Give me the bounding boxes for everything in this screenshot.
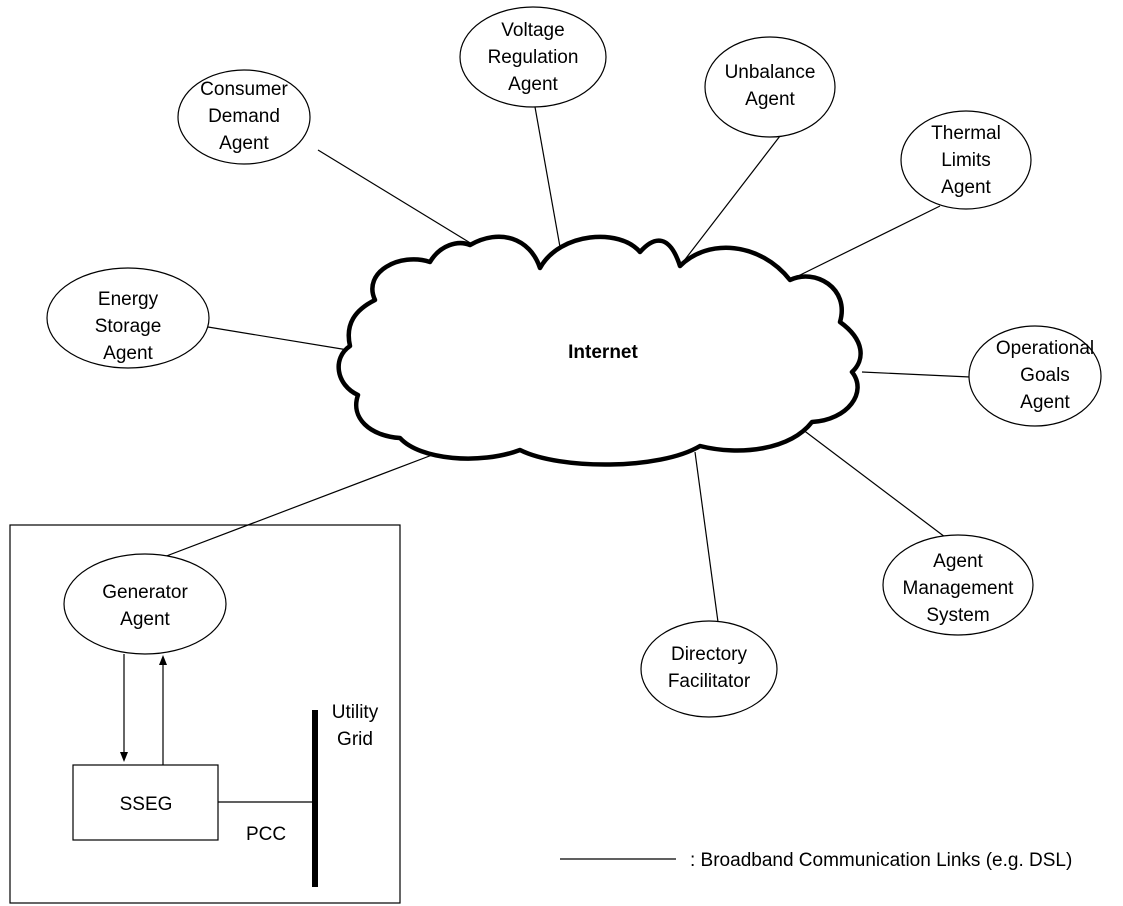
svg-text:Agent: Agent <box>103 343 153 364</box>
svg-text:Facilitator: Facilitator <box>668 671 751 692</box>
svg-text:Generator: Generator <box>102 582 188 603</box>
svg-text:System: System <box>926 605 989 626</box>
voltage-regulation-agent: Voltage Regulation Agent <box>459 6 607 108</box>
utility-grid-label-2: Grid <box>337 729 373 750</box>
utility-grid-label-1: Utility <box>332 702 379 723</box>
legend: : Broadband Communication Links (e.g. DS… <box>560 850 1072 871</box>
svg-text:Energy: Energy <box>98 289 159 310</box>
directory-facilitator: Directory Facilitator <box>640 620 778 718</box>
generator-site-box <box>9 524 401 904</box>
svg-text:Voltage: Voltage <box>501 20 564 41</box>
svg-text:Limits: Limits <box>941 150 991 171</box>
svg-text:Demand: Demand <box>208 106 280 127</box>
energy-storage-agent: Energy Storage Agent <box>46 267 210 369</box>
link-consumer-demand <box>317 149 473 245</box>
legend-text: : Broadband Communication Links (e.g. DS… <box>690 850 1072 871</box>
link-voltage-regulation <box>534 106 561 248</box>
svg-text:Regulation: Regulation <box>488 47 579 68</box>
svg-text:Agent: Agent <box>933 551 983 572</box>
internet-label: Internet <box>568 342 638 363</box>
communication-links <box>147 106 971 623</box>
svg-text:Agent: Agent <box>1020 392 1070 413</box>
arrow-down-head <box>120 752 128 762</box>
svg-text:Directory: Directory <box>671 644 748 665</box>
pcc-label: PCC <box>246 824 286 845</box>
thermal-limits-agent: Thermal Limits Agent <box>900 110 1032 210</box>
link-unbalance <box>679 135 781 267</box>
svg-text:Agent: Agent <box>745 89 795 110</box>
svg-text:Goals: Goals <box>1020 365 1070 386</box>
svg-text:Consumer: Consumer <box>200 79 288 100</box>
link-generator <box>147 451 441 564</box>
generator-agent: Generator Agent <box>63 553 227 655</box>
svg-text:Agent: Agent <box>941 177 991 198</box>
svg-text:Agent: Agent <box>508 74 558 95</box>
svg-text:Agent: Agent <box>219 133 269 154</box>
link-operational-goals <box>861 371 971 378</box>
svg-text:Operational: Operational <box>996 338 1094 359</box>
svg-text:SSEG: SSEG <box>120 794 173 815</box>
svg-text:Unbalance: Unbalance <box>725 62 816 83</box>
svg-text:Agent: Agent <box>120 609 170 630</box>
unbalance-agent: Unbalance Agent <box>704 36 836 138</box>
link-energy-storage <box>207 326 349 351</box>
sseg-block: SSEG <box>72 764 219 841</box>
internet-cloud <box>336 234 863 467</box>
link-directory-facilitator <box>694 451 719 623</box>
operational-goals-agent: Operational Goals Agent <box>968 325 1102 427</box>
link-agent-management <box>789 419 946 538</box>
arrow-up-head <box>159 655 167 665</box>
svg-text:Thermal: Thermal <box>931 123 1001 144</box>
svg-text:Storage: Storage <box>95 316 162 337</box>
agent-management-system: Agent Management System <box>882 534 1034 636</box>
svg-text:Management: Management <box>903 578 1015 599</box>
link-thermal-limits <box>789 205 941 281</box>
consumer-demand-agent: Consumer Demand Agent <box>177 69 311 165</box>
